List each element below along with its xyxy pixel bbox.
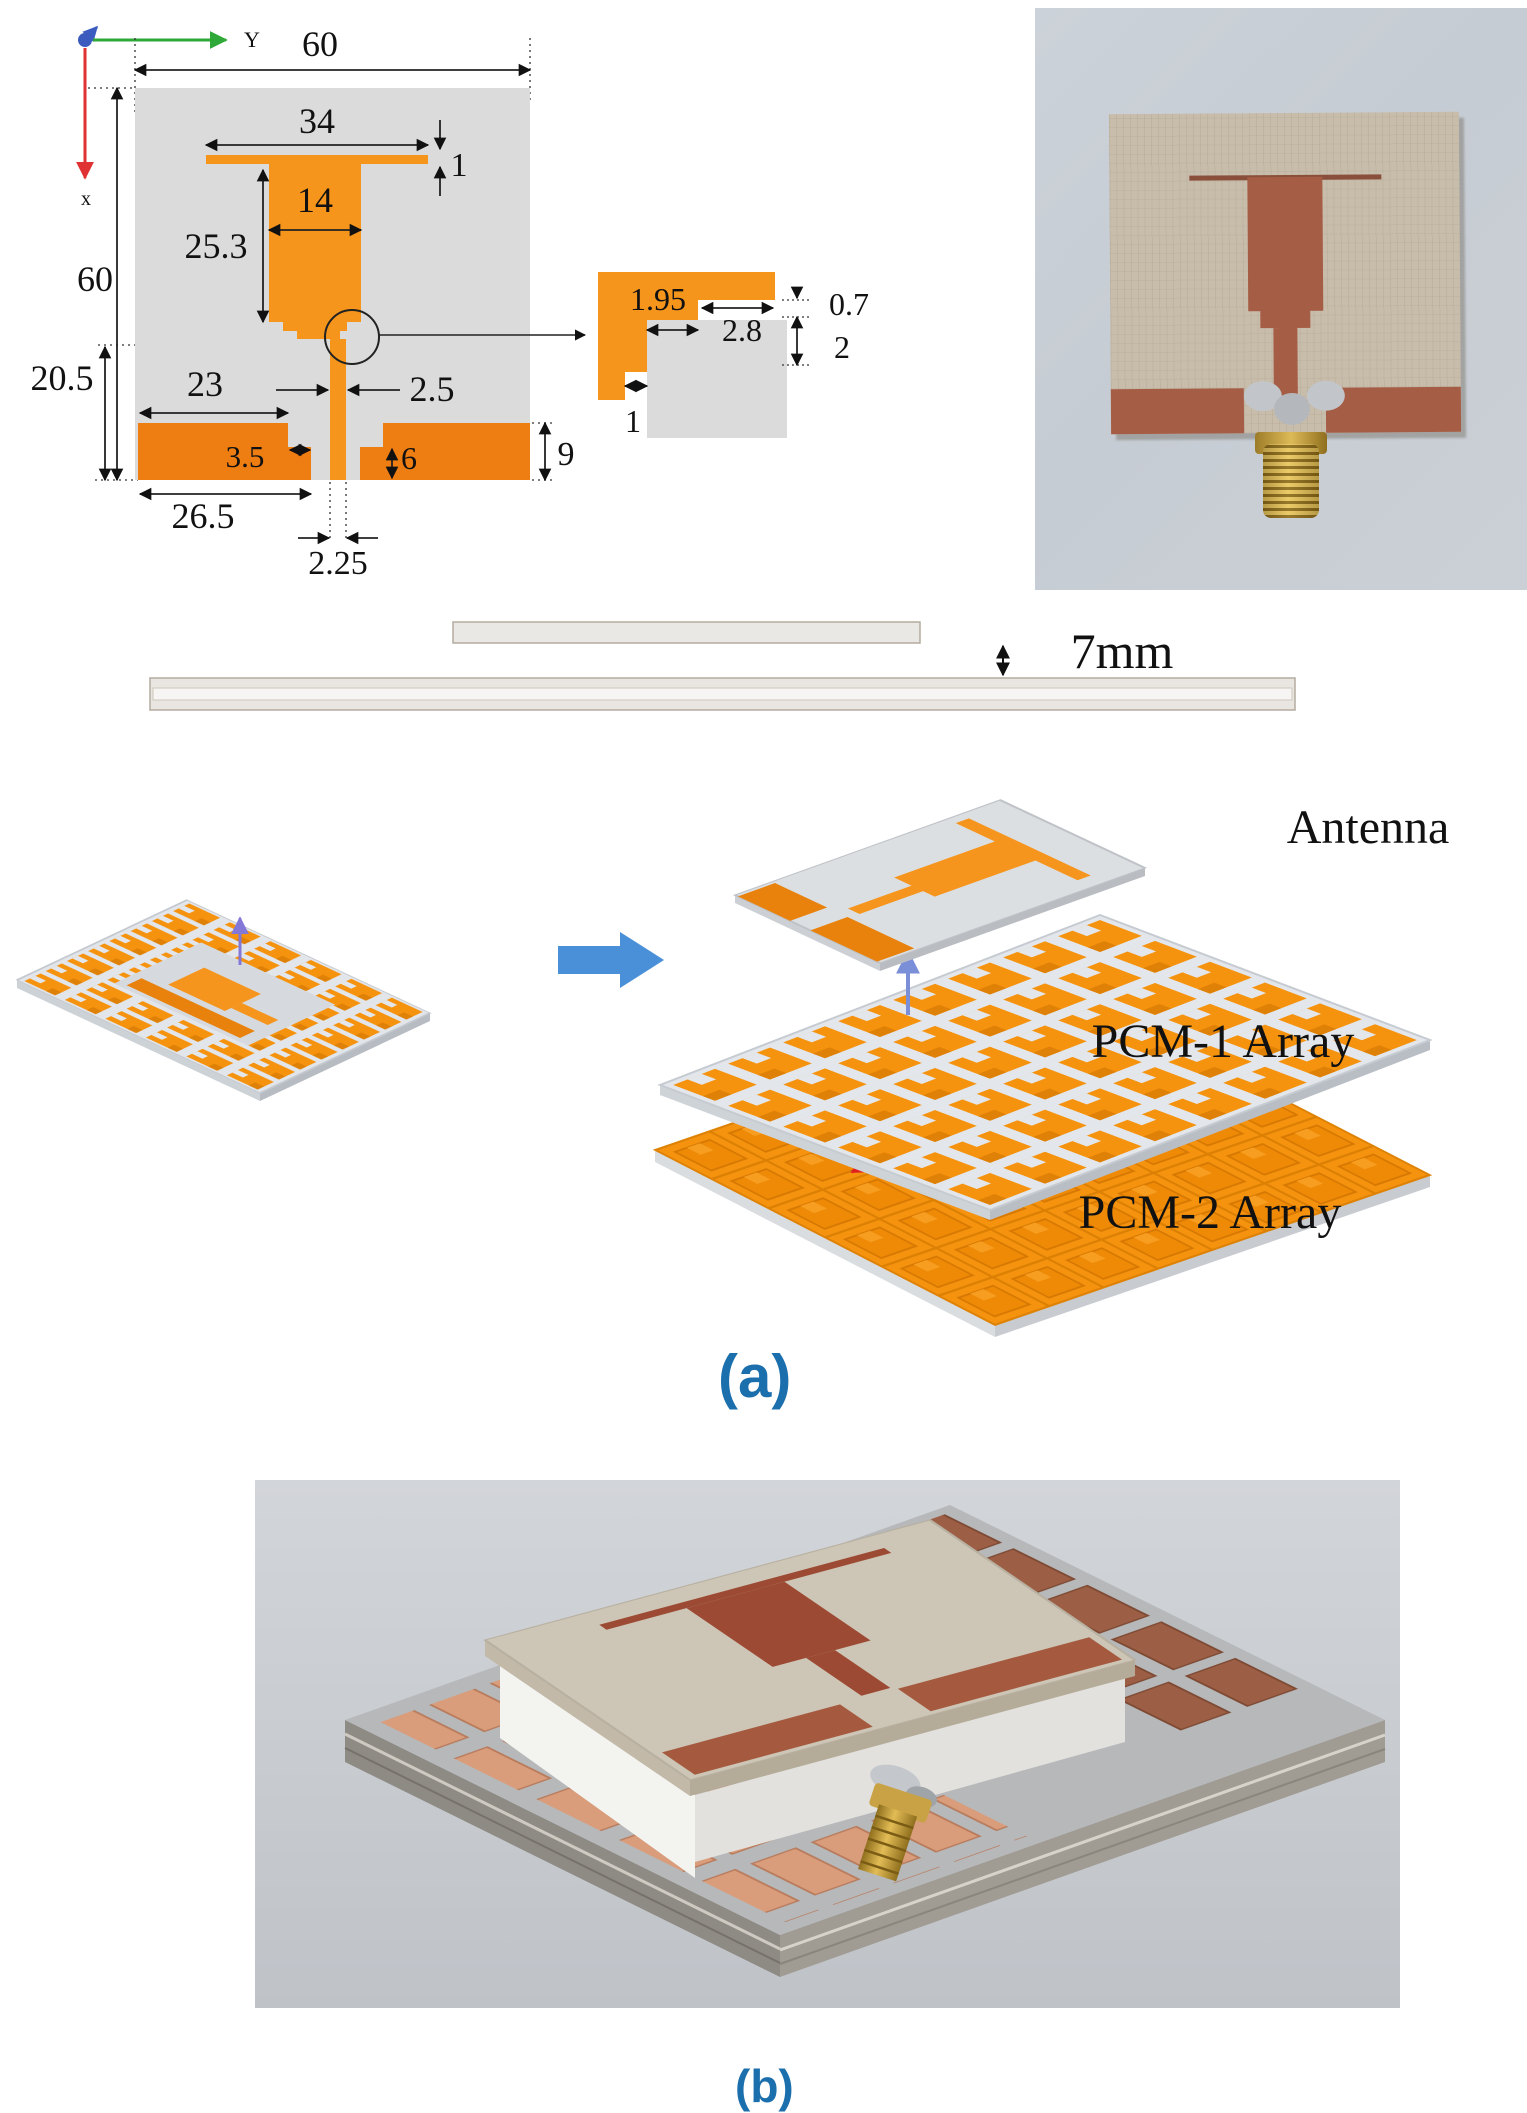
dim-width: 60 [302,24,338,64]
foam-spacer [500,1655,1125,1878]
inset-dim-step-width: 1.95 [630,281,686,317]
dim-stem-length: 25.3 [185,226,248,266]
antenna-photo-board [1108,111,1462,435]
exploded-view: Antenna PCM-1 Array PCM-2 Array [15,799,1450,1337]
photo-solder-blob [1273,392,1311,426]
photo-ground-right [1325,386,1462,433]
dim-bar-thickness: 1 [451,147,468,184]
prototype-sma-connector [858,1764,937,1882]
assembled-board [15,899,432,1101]
ground-right-step [360,447,383,480]
dimension-lines [98,63,552,545]
photo-patch-stem [1247,176,1324,312]
dimension-labels: 60 60 34 1 14 25.3 23 2.5 20.5 3.5 6 9 2… [31,24,575,582]
pcm2-layer-label: PCM-2 Array [1079,1186,1342,1239]
antenna-photo [1035,8,1527,590]
antenna-layer-label: Antenna [1287,801,1450,854]
panel-b-label: (b) [735,2060,794,2112]
pcm1-board [657,913,1433,1220]
photo-ground-left [1110,388,1245,435]
origin-dot-icon [78,33,92,47]
dim-ground-bottom-width: 26.5 [172,496,235,536]
dim-ground-left-width: 23 [187,364,223,404]
gap-label: 7mm [1071,623,1174,679]
y-axis-label: Y [244,27,260,52]
inset-dim-lines [623,286,804,393]
coordinate-axes: Y x [76,25,260,210]
antenna-schematic: Y x [31,24,870,582]
feed-line [330,339,346,480]
pcm1-layer-label: PCM-1 Array [1092,1015,1355,1068]
patch-step2 [297,331,340,339]
photo-patch-step [1260,309,1311,329]
dim-notch-height: 6 [401,440,417,476]
dim-height: 60 [77,259,113,299]
inset-guides [782,299,812,366]
dim-ground-height: 9 [558,436,575,473]
patch-top-bar [206,155,428,164]
prototype-photo [255,1480,1400,2008]
inset-dim-top-width: 2.8 [722,312,762,348]
pcm-substrate-side-inner [152,687,1293,701]
ground-left [138,423,288,480]
inset-dim-height1: 0.7 [829,286,869,322]
side-view: 7mm [149,621,1296,711]
inset-dim-height2: 2 [834,329,850,365]
prototype-antenna-board [483,1519,1137,1796]
dim-step-width: 3.5 [226,439,265,474]
ground-left-step [288,447,311,480]
patch-stem [269,163,361,322]
patch-copper [206,155,428,480]
inset-copper-steps [598,272,775,400]
dim-bar-width: 34 [299,101,335,141]
panel-a-label: (a) [718,1343,792,1410]
antenna-substrate-side [452,621,921,644]
dim-stem-width: 14 [297,180,333,220]
antenna-board-3d [732,799,1148,971]
patch-step1 [283,322,347,331]
inset-dim-notch-width: 1 [625,403,641,439]
dim-ground-top-offset: 20.5 [31,358,94,398]
inset-labels: 1.95 2.8 0.7 2 1 [625,281,869,439]
x-axis-label: x [81,188,91,210]
inset-substrate [647,320,787,438]
explode-arrow-icon [558,932,664,988]
photo-sma-connector [1263,444,1319,518]
ground-right [383,423,530,480]
detail-circle-icon [324,309,380,365]
dim-feed-gap: 2.25 [308,545,368,582]
feed-step-inset: 1.95 2.8 0.7 2 1 [598,272,869,439]
photo-solder-blob [1306,380,1345,411]
dim-feed-width: 2.5 [410,369,455,409]
